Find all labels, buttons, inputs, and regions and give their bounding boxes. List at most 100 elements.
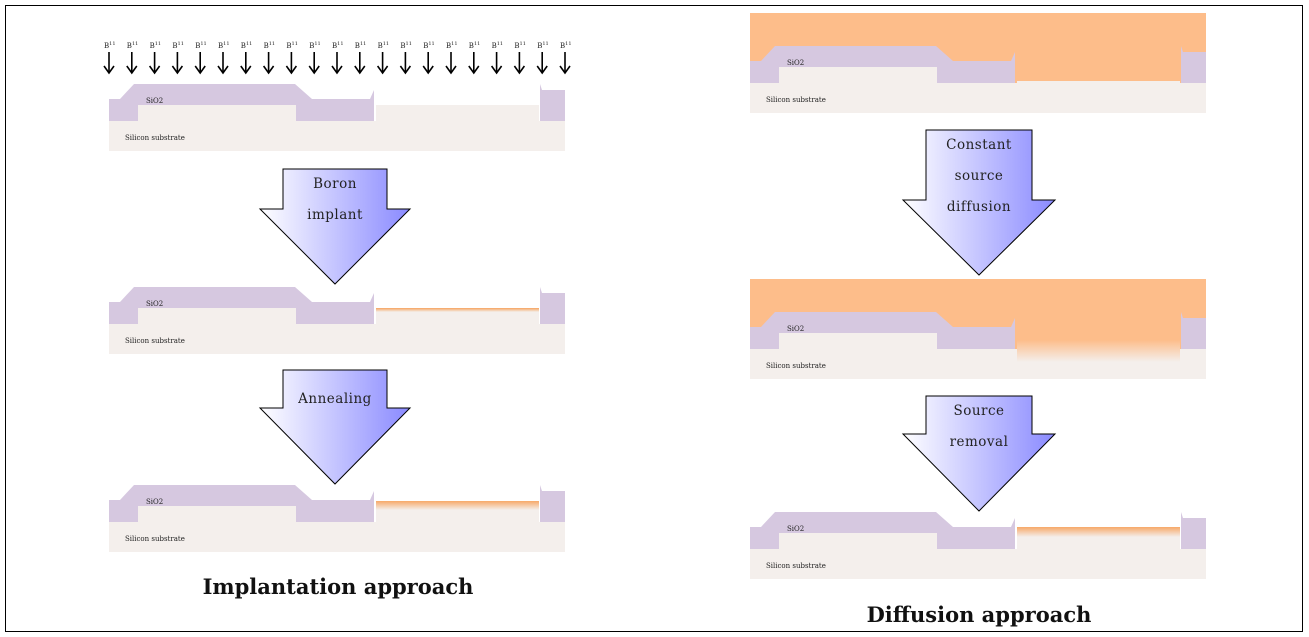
ion-head (285, 65, 298, 75)
boron-ion: B11 (194, 41, 207, 75)
ion-head (490, 65, 503, 75)
ion-head (331, 65, 343, 75)
oxide-label: SiO2 (787, 525, 804, 533)
ion-head (422, 65, 434, 75)
arrow-label: source (955, 168, 1004, 184)
ion-label: B11 (537, 41, 549, 50)
oxide-label: SiO2 (146, 498, 163, 506)
arrow-label: Annealing (297, 391, 372, 407)
ion-head (126, 65, 138, 75)
doped-region (1017, 527, 1180, 537)
oxide-notch (779, 533, 937, 549)
oxide-right (540, 485, 565, 522)
figure-frame (5, 5, 1303, 632)
ion-head (376, 65, 389, 75)
ion-label: B11 (150, 41, 162, 50)
oxide-right (1181, 512, 1206, 549)
arrow-label: Boron (313, 176, 357, 192)
oxide-label: SiO2 (146, 300, 163, 308)
boron-ion: B11 (422, 41, 435, 75)
substrate-label: Silicon substrate (125, 337, 185, 345)
ion-head (559, 65, 571, 75)
boron-ion: B11 (148, 41, 162, 75)
boron-ion: B11 (490, 41, 504, 75)
ion-head (536, 65, 548, 75)
boron-ion: B11 (399, 41, 412, 75)
source-in-window (1017, 52, 1180, 81)
silicon-substrate (109, 522, 565, 552)
boron-ion: B11 (262, 41, 276, 75)
oxide-notch (138, 105, 296, 121)
ion-label: B11 (560, 41, 572, 50)
oxide-right (1181, 312, 1206, 349)
ion-label: B11 (469, 41, 481, 50)
boron-ion: B11 (513, 41, 526, 75)
oxide-right (540, 287, 565, 324)
arrow-body (901, 395, 1057, 512)
ion-label: B11 (446, 41, 458, 50)
ion-label: B11 (127, 41, 139, 50)
boron-ion: B11 (217, 41, 230, 75)
arrow-body (258, 369, 412, 485)
ion-label: B11 (104, 41, 116, 50)
ion-label: B11 (309, 41, 321, 50)
ion-head (354, 65, 366, 75)
ion-label: B11 (172, 41, 184, 50)
ion-head (513, 65, 526, 75)
arrow-label: Constant (946, 137, 1012, 153)
source-in-window (1017, 318, 1180, 340)
ion-head (445, 65, 457, 75)
ion-label: B11 (241, 41, 253, 50)
oxide-right (1181, 46, 1206, 83)
boron-ion: B11 (354, 41, 366, 75)
ion-head (468, 65, 480, 75)
ion-label: B11 (264, 41, 276, 50)
boron-ion: B11 (468, 41, 481, 75)
boron-ion: B11 (126, 41, 139, 75)
substrate-label: Silicon substrate (766, 96, 826, 104)
ion-label: B11 (514, 41, 526, 50)
oxide-notch (779, 67, 937, 83)
substrate-label: Silicon substrate (125, 134, 185, 142)
boron-ion: B11 (103, 41, 116, 75)
boron-ion: B11 (308, 41, 321, 75)
implantation-caption: Implantation approach (203, 574, 474, 599)
diffusion-caption: Diffusion approach (867, 602, 1092, 627)
boron-ion: B11 (376, 41, 390, 75)
boron-ion: B11 (171, 41, 184, 75)
silicon-substrate (109, 121, 565, 151)
oxide-notch (138, 506, 296, 522)
ion-head (103, 65, 115, 75)
doped-region (376, 501, 539, 510)
ion-head (399, 65, 412, 75)
arrow-label: Source (953, 403, 1004, 419)
ion-head (171, 65, 184, 75)
boron-ion: B11 (559, 41, 572, 75)
arrow-body (258, 168, 412, 285)
ion-label: B11 (378, 41, 390, 50)
ion-label: B11 (286, 41, 298, 50)
substrate-label: Silicon substrate (766, 562, 826, 570)
oxide-notch (138, 308, 296, 324)
ion-label: B11 (332, 41, 344, 50)
oxide-label: SiO2 (787, 325, 804, 333)
ion-label: B11 (492, 41, 504, 50)
boron-ion: B11 (536, 41, 549, 75)
oxide-label: SiO2 (146, 97, 163, 105)
boron-ion: B11 (285, 41, 298, 75)
ion-head (308, 65, 320, 75)
ion-head (262, 65, 275, 75)
substrate-label: Silicon substrate (766, 362, 826, 370)
boron-ion: B11 (445, 41, 458, 75)
arrow-constant-source-diffusion: Constant source diffusion (901, 129, 1057, 276)
ion-label: B11 (423, 41, 435, 50)
arrow-label: diffusion (947, 199, 1011, 215)
